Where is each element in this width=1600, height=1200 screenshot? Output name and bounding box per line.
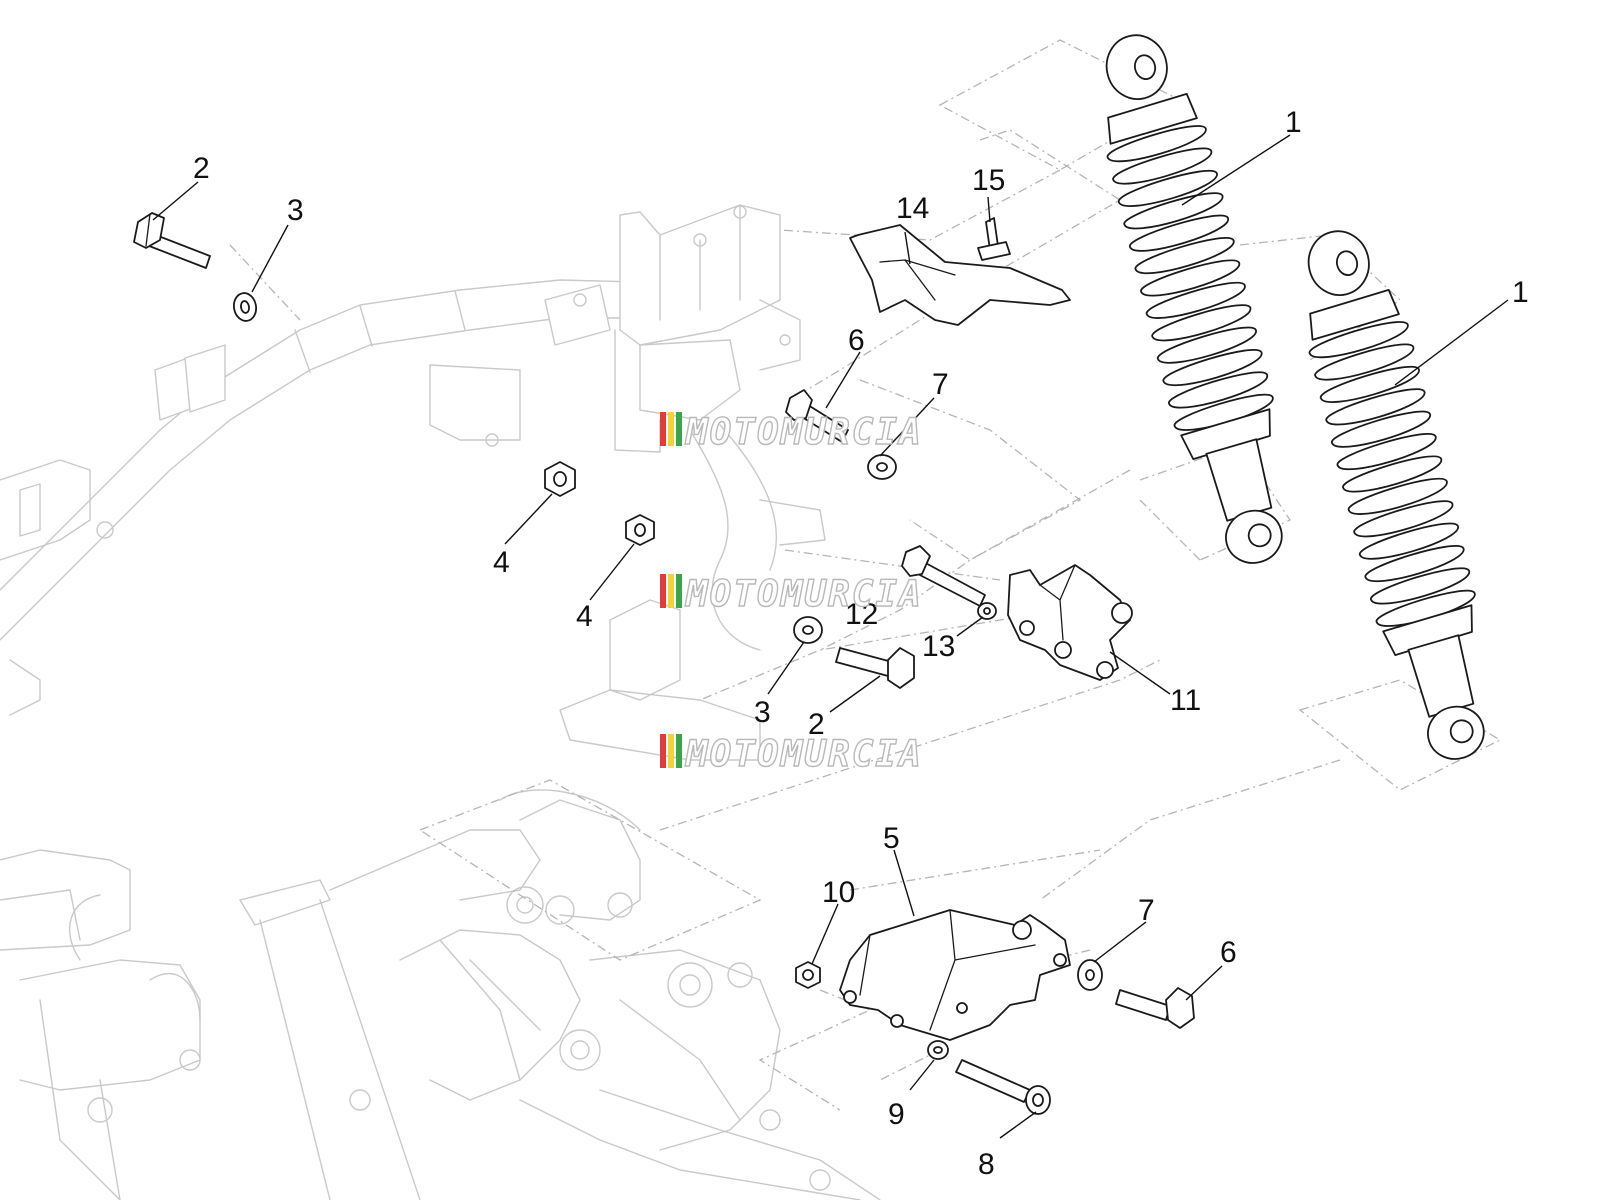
spring-coil <box>1314 343 1415 381</box>
watermark-stripe <box>676 412 682 446</box>
watermark-text: MOTOMURCIA <box>685 734 923 775</box>
spring-coil <box>1308 321 1409 359</box>
spring-coil <box>1123 192 1224 230</box>
bolt-part-8 <box>955 1059 1051 1115</box>
spring-coil <box>1106 125 1207 163</box>
spring-bottom-cap <box>1382 604 1473 657</box>
watermark-stripe <box>676 734 682 768</box>
washer-part-3 <box>232 292 258 322</box>
spring-coil <box>1375 589 1476 627</box>
spring-coil <box>1145 281 1246 319</box>
callout-10: 10 <box>822 876 855 909</box>
damper-body <box>1407 634 1475 718</box>
bracket-part-11 <box>1007 564 1133 681</box>
watermark-stripe <box>676 574 682 608</box>
callout-14: 14 <box>896 192 929 225</box>
spring-coil <box>1347 477 1448 515</box>
spring-coil <box>1336 433 1437 471</box>
bolt-part-2-middle <box>835 647 915 689</box>
callout-8: 8 <box>978 1148 995 1181</box>
spring-coil <box>1359 522 1459 560</box>
callout-leaders <box>152 134 1509 1139</box>
spring-coil <box>1353 500 1454 538</box>
watermark: MOTOMURCIA <box>660 573 923 616</box>
spring-coil <box>1331 410 1431 448</box>
shock-absorber-1 <box>1105 34 1283 564</box>
callout-11: 11 <box>1170 684 1201 717</box>
spring-coil <box>1168 371 1268 409</box>
spring-coil <box>1173 393 1274 431</box>
washer-part-7-upper <box>867 454 897 480</box>
spring-top-cap <box>1309 288 1400 341</box>
assembly-dash-lines <box>229 39 1502 1111</box>
callout-1: 1 <box>1512 276 1529 309</box>
ghost-frame <box>0 204 881 1200</box>
callout-12: 12 <box>845 598 878 631</box>
callout-2: 2 <box>193 152 210 185</box>
washer-part-7-lower <box>1077 959 1103 991</box>
spring-coil <box>1320 365 1420 403</box>
callout-labels: 1 1 2 2 3 3 4 4 5 6 6 7 7 8 9 10 11 12 1… <box>193 106 1529 1181</box>
top-mount-bushing <box>1335 250 1359 276</box>
spring-coil <box>1129 214 1229 252</box>
callout-15: 15 <box>972 164 1005 197</box>
bolt-part-2 <box>133 212 211 269</box>
bottom-mount-bushing <box>1247 523 1272 548</box>
callout-3: 3 <box>754 696 771 729</box>
callout-13: 13 <box>922 630 955 663</box>
spring-coil <box>1140 259 1241 297</box>
watermark-stripe <box>668 412 674 446</box>
washer-part-3-middle <box>793 616 823 644</box>
spring-coil <box>1112 147 1213 185</box>
bolt-part-6-lower <box>1115 987 1195 1029</box>
callout-5: 5 <box>883 822 900 855</box>
nut-part-4-upper <box>544 461 576 497</box>
callout-7: 7 <box>932 368 949 401</box>
spring-coil <box>1118 169 1218 207</box>
nut-part-10 <box>795 961 821 989</box>
shock-absorber-2 <box>1307 230 1485 760</box>
bottom-mount-bushing <box>1449 719 1474 744</box>
callout-2: 2 <box>808 708 825 741</box>
callout-4: 4 <box>576 600 593 633</box>
callout-1: 1 <box>1285 106 1302 139</box>
watermark: MOTOMURCIA <box>660 733 923 776</box>
bracket-part-14 <box>849 224 1071 326</box>
damper-body <box>1205 438 1273 522</box>
spring-coil <box>1151 304 1252 342</box>
bolt-part-6-upper <box>785 389 849 443</box>
bracket-part-5 <box>839 909 1071 1041</box>
callout-3: 3 <box>287 194 304 227</box>
spring-coil <box>1370 567 1470 605</box>
watermark-stripe <box>660 574 666 608</box>
watermark-stripe <box>660 734 666 768</box>
watermark-stripe <box>668 574 674 608</box>
callout-6: 6 <box>1220 936 1237 969</box>
watermark-stripe <box>668 734 674 768</box>
washer-part-9 <box>927 1040 949 1060</box>
spring-coil <box>1157 326 1257 364</box>
spring-coil <box>1325 388 1426 426</box>
spring-bottom-cap <box>1180 408 1271 461</box>
watermark-stripe <box>660 412 666 446</box>
parts-hardware <box>133 212 1195 1115</box>
callout-4: 4 <box>493 546 510 579</box>
callout-9: 9 <box>888 1098 905 1131</box>
screw-part-15 <box>977 217 1011 261</box>
spring-top-cap <box>1107 92 1198 145</box>
spring-coil <box>1342 455 1443 493</box>
callout-7: 7 <box>1138 894 1155 927</box>
watermark: MOTOMURCIA <box>660 411 923 454</box>
callout-6: 6 <box>848 324 865 357</box>
nut-part-4-lower <box>625 514 655 546</box>
spring-coil <box>1364 545 1465 583</box>
watermark-text: MOTOMURCIA <box>685 412 923 453</box>
washer-part-13 <box>977 602 997 620</box>
watermark-text: MOTOMURCIA <box>685 574 923 615</box>
top-mount-bushing <box>1133 54 1157 80</box>
spring-coil <box>1134 237 1235 275</box>
spring-coil <box>1162 349 1263 387</box>
